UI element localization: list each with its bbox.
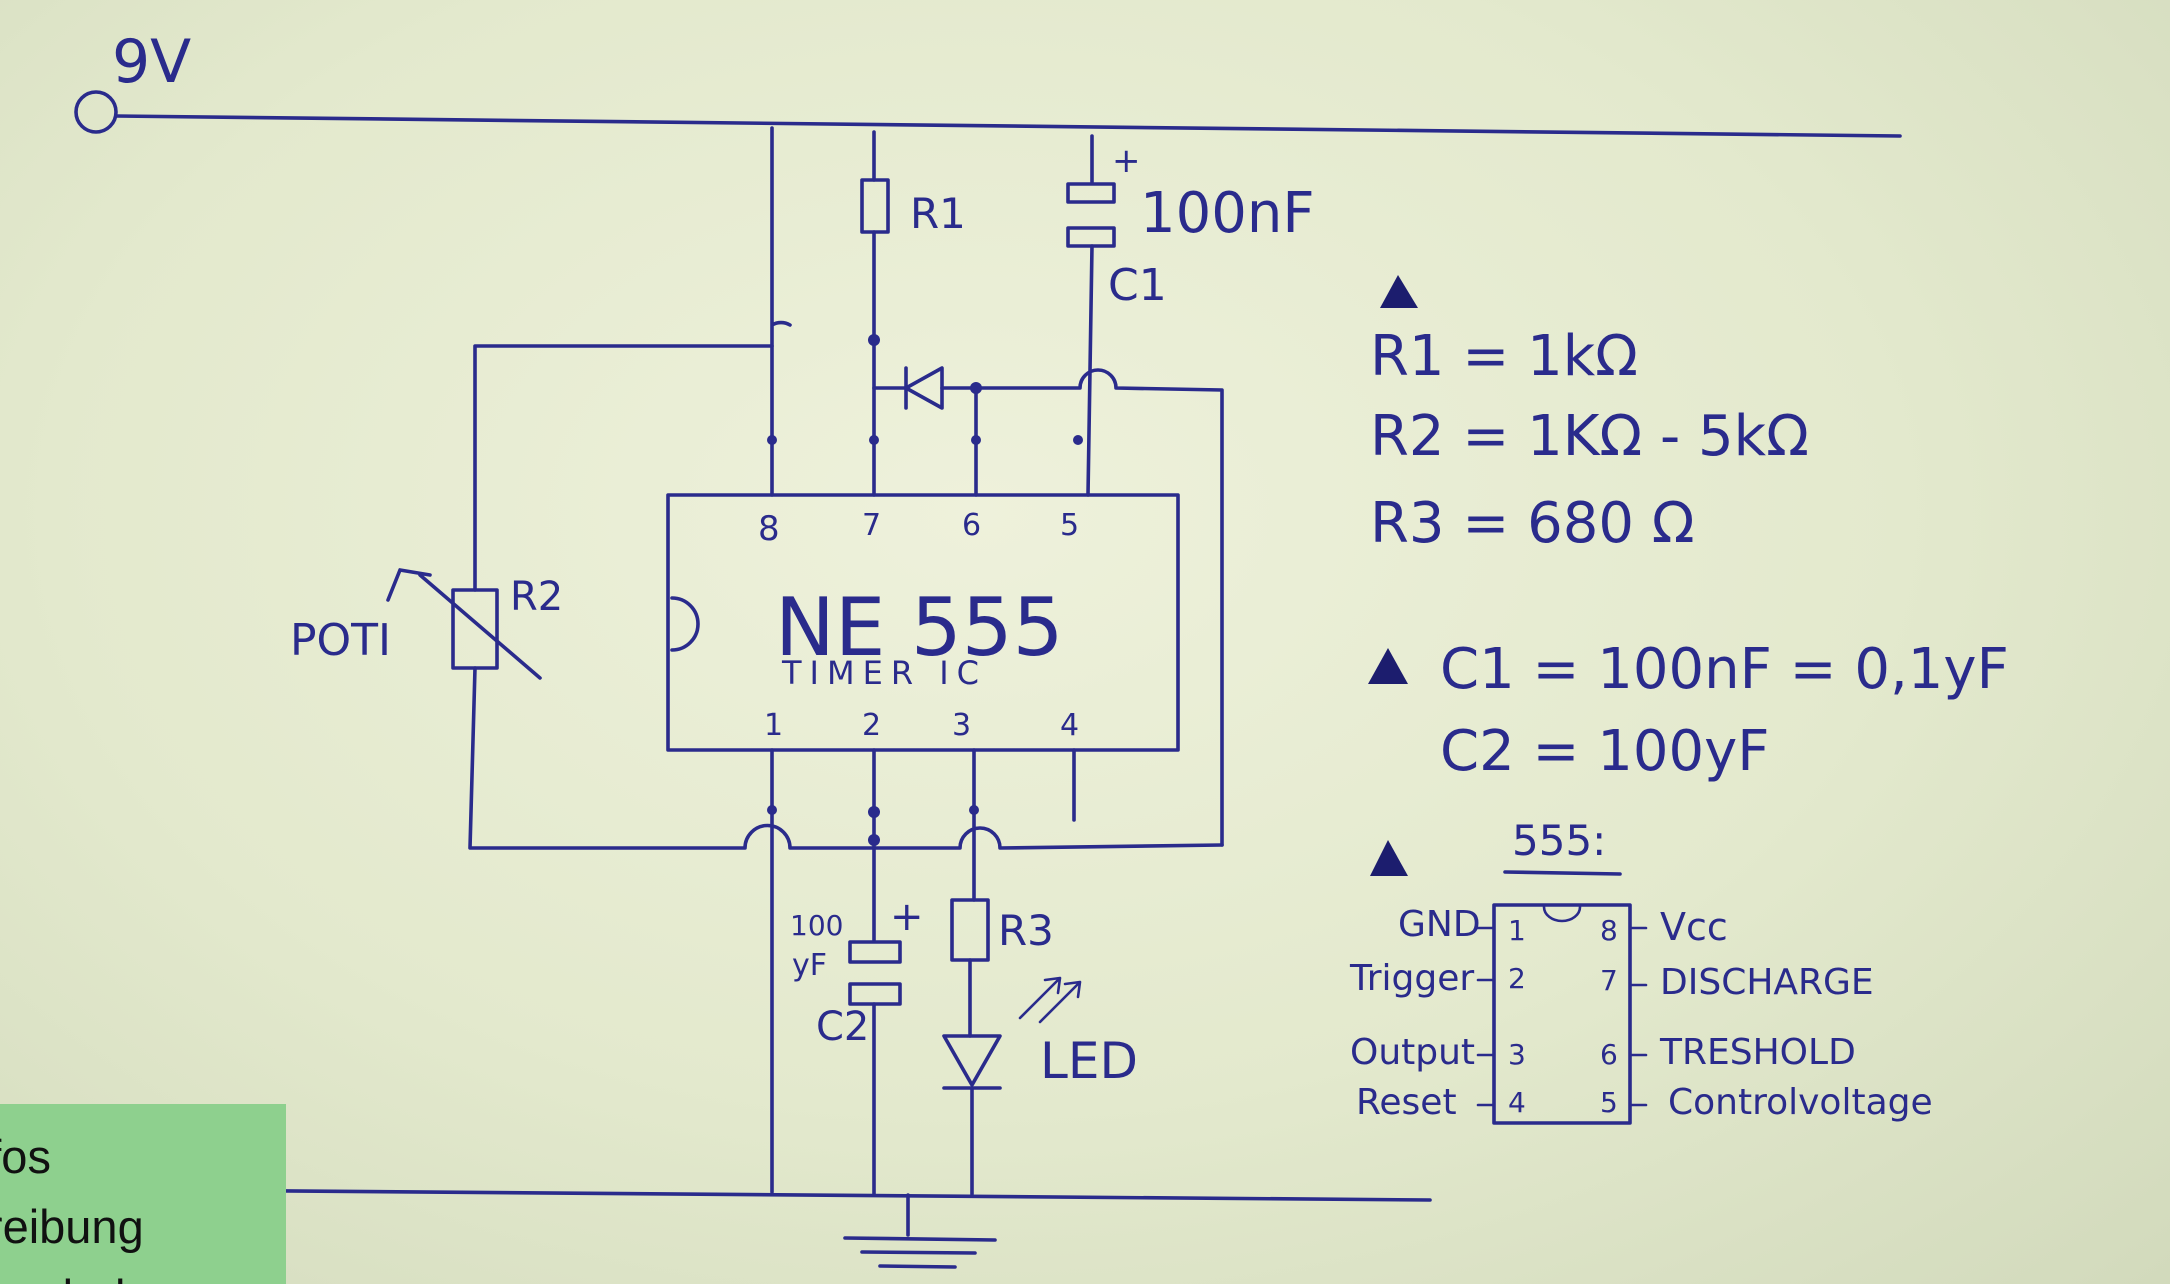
pinout-title-underline: [1503, 870, 1622, 876]
c1-plate-top: [1066, 182, 1116, 204]
pinout-left-pin-2: 2: [1508, 962, 1526, 995]
overlay-line-infos: Infos: [0, 1130, 51, 1183]
pinout-left-label-3: Output: [1350, 1032, 1475, 1073]
ground-symbol: [843, 1193, 997, 1269]
r1-resistor: [860, 178, 890, 234]
note-c2: C2 = 100yF: [1440, 719, 1770, 784]
bullet-triangle: [1380, 275, 1418, 308]
ic-pin-label-1: 1: [764, 708, 783, 743]
poti-label: POTI: [290, 615, 391, 666]
pinout-chip: [1492, 903, 1632, 1125]
bottom-loop-wire: [468, 666, 1224, 850]
pinout-right-label-8: Vcc: [1660, 905, 1728, 949]
ic-pin-label-2: 2: [862, 708, 881, 743]
ic-pin-label-6: 6: [962, 508, 981, 543]
info-overlay-box[interactable]: Infos Beschreibung Information below: [0, 1104, 286, 1284]
c2-label: C2: [816, 1004, 869, 1050]
ic-pin-label-4: 4: [1060, 708, 1079, 743]
pinout-right-pins: 8 7 6 5 Vcc DISCHARGE TRESHOLD Controlvo…: [1600, 905, 1933, 1123]
pin5-wire: [1086, 244, 1094, 497]
pinout-left-label-4: Reset: [1356, 1082, 1457, 1123]
ground-rail: [163, 1188, 1432, 1202]
note-r3: R3 = 680 Ω: [1370, 491, 1695, 556]
c1-label: C1: [1108, 260, 1167, 311]
pinout-right-label-7: DISCHARGE: [1660, 962, 1874, 1003]
ic-bottom-pin-numbers: 1 2 3 4: [764, 708, 1079, 743]
ic-pin-label-8: 8: [758, 509, 780, 549]
led-label: LED: [1040, 1032, 1138, 1090]
pin8-wire: [770, 126, 792, 497]
pinout-notch: [1542, 905, 1582, 923]
ic-name: NE 555: [775, 581, 1064, 674]
pinout-left-pin-4: 4: [1508, 1086, 1526, 1119]
bullet-triangle: [1368, 648, 1408, 684]
pinout-right-pin-7: 7: [1600, 964, 1618, 997]
ic-body: [666, 493, 1180, 752]
ic-top-pin-numbers: 8 7 6 5: [758, 508, 1079, 549]
pinout-left-label-2: Trigger: [1349, 958, 1474, 999]
r2-label: R2: [510, 574, 563, 620]
ic-notch: [670, 596, 700, 652]
c1-plate-bottom: [1066, 226, 1116, 248]
pinout-left-pins: GND Trigger Output Reset 1 2 3 4: [1349, 904, 1526, 1123]
led-symbol: [942, 976, 1082, 1196]
pinout-right-pin-8: 8: [1600, 914, 1618, 947]
c2-plate-bottom: [848, 982, 902, 1006]
poti-arrow: [386, 568, 542, 680]
r3-resistor: [950, 898, 990, 962]
ic-pin-label-3: 3: [952, 708, 971, 743]
ic-pin-label-5: 5: [1060, 508, 1079, 543]
pinout-left-label-1: GND: [1398, 904, 1481, 945]
c2-value-bottom: yF: [792, 948, 827, 983]
r2-poti: [451, 588, 499, 670]
r1-label: R1: [910, 189, 966, 238]
note-r1: R1 = 1kΩ: [1370, 324, 1638, 389]
diode-symbol: [872, 366, 1224, 847]
supply-terminal: [74, 90, 118, 134]
ic-pin-label-7: 7: [862, 508, 881, 543]
pinout-title: 555:: [1512, 816, 1606, 865]
pinout-left-pin-1: 1: [1508, 914, 1526, 947]
c2-plate-top: [848, 940, 902, 964]
pinout-left-pin-3: 3: [1508, 1038, 1526, 1071]
pinout-right-label-6: TRESHOLD: [1659, 1032, 1856, 1073]
overlay-line-description: Beschreibung: [0, 1200, 144, 1253]
note-r2: R2 = 1KΩ - 5kΩ: [1370, 404, 1809, 469]
pinout-right-label-5: Controlvoltage: [1668, 1082, 1933, 1123]
c1-value: 100nF: [1140, 181, 1315, 246]
ic-subtitle: TIMER IC: [781, 654, 987, 692]
overlay-line-info-below: Information below: [0, 1262, 185, 1284]
r3-label: R3: [998, 906, 1054, 955]
c2-plus: +: [890, 894, 924, 940]
bullet-triangle: [1370, 840, 1408, 876]
c1-plus: +: [1112, 141, 1141, 181]
poti-wire-top: [473, 344, 774, 592]
note-c1: C1 = 100nF = 0,1yF: [1440, 637, 2009, 702]
supply-label: 9V: [112, 27, 191, 97]
pinout-right-pin-5: 5: [1600, 1086, 1618, 1119]
pinout-right-pin-6: 6: [1600, 1038, 1618, 1071]
c2-value-top: 100: [790, 909, 843, 942]
positive-rail: [114, 114, 1902, 138]
